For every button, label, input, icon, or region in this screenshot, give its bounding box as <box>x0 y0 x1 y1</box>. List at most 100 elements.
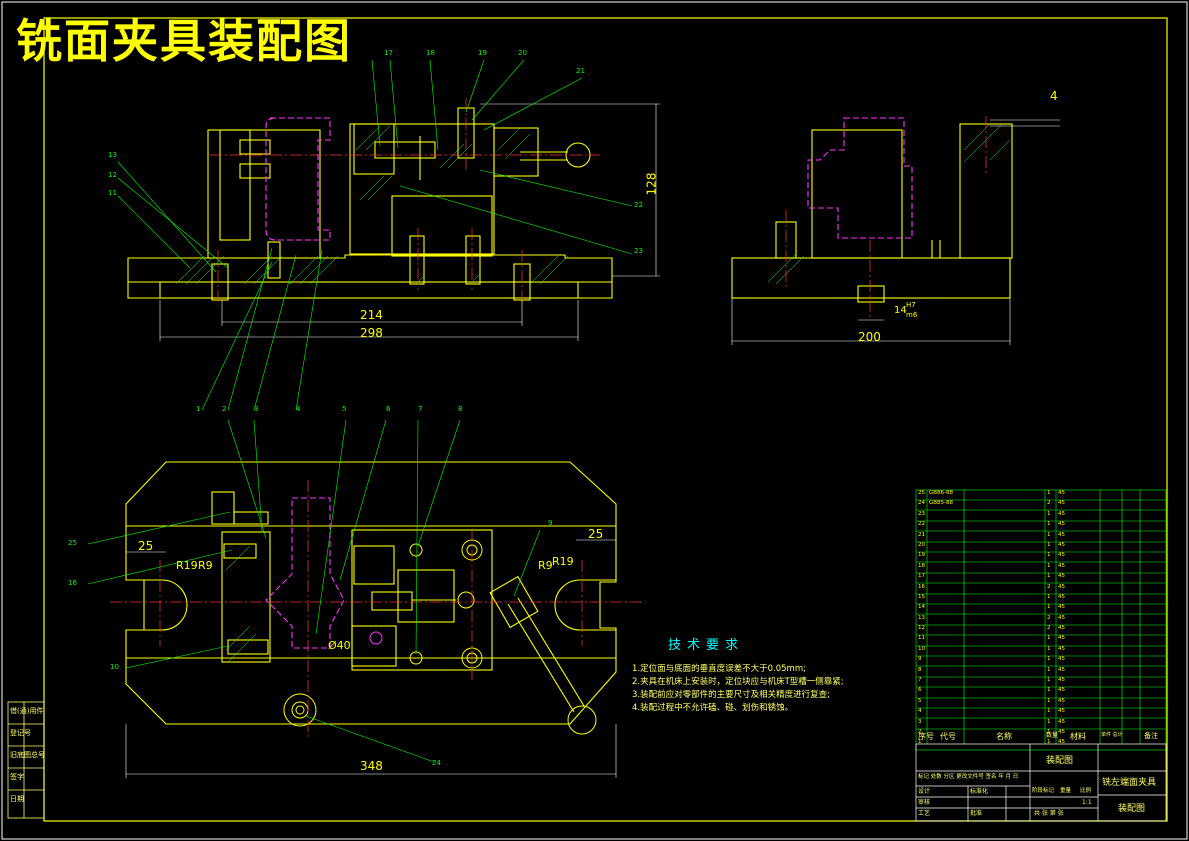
technical-requirements: 技术要求 1.定位面与底面的垂直度误差不大于0.05mm; 2.夹具在机床上安装… <box>632 634 844 715</box>
dim-4: 4 <box>1050 89 1058 103</box>
leader-lines <box>87 59 633 763</box>
tb-review: 审核 <box>918 799 931 806</box>
tb-process: 工艺 <box>918 810 931 817</box>
bom-header-material: 材料 <box>1070 732 1086 741</box>
dim-25-right: 25 <box>588 527 604 541</box>
top-view <box>125 461 617 725</box>
front-view-centerlines <box>210 98 600 306</box>
dim-dia40: Ø40 <box>328 639 351 652</box>
callout-6: 6 <box>386 405 391 413</box>
drawing-title: 铣面夹具装配图 <box>16 14 352 68</box>
bom-header-code: 代号 <box>940 732 956 741</box>
callout-5: 5 <box>342 405 347 413</box>
top-view-hatching <box>225 545 257 663</box>
side-label: 登记号 <box>10 729 31 737</box>
dim-r9-left: R9 <box>198 559 213 572</box>
tb-stage: 阶段标记 <box>1032 788 1055 794</box>
callout-25: 25 <box>68 539 77 547</box>
side-label: 借(通)用件 <box>10 707 44 715</box>
side-stamp-box <box>7 701 45 819</box>
callout-1: 1 <box>196 405 201 413</box>
callout-9: 9 <box>548 519 553 527</box>
dim-r19-left: R19 <box>176 559 198 572</box>
callout-21: 21 <box>576 67 585 75</box>
callout-17: 17 <box>384 49 393 57</box>
callout-7: 7 <box>418 405 423 413</box>
tech-heading: 技术要求 <box>668 638 745 653</box>
front-view <box>127 107 613 301</box>
tech-item: 4.装配过程中不允许磕、碰、划伤和锈蚀。 <box>632 703 794 713</box>
dim-200: 200 <box>858 330 881 344</box>
dim-298: 298 <box>360 326 383 340</box>
front-view-workpiece <box>265 117 331 241</box>
dim-348: 348 <box>360 759 383 773</box>
bom-header-notes: 备注 <box>1144 732 1158 740</box>
title-block-grid <box>915 743 1167 822</box>
side-view-centerlines <box>785 116 987 320</box>
side-view-workpiece <box>807 117 913 239</box>
dim-r9-right: R9 <box>538 559 553 572</box>
drawing-type-bottom: 装配图 <box>1118 804 1146 814</box>
callout-20: 20 <box>518 49 527 57</box>
bom-header-seq: 序号 <box>918 732 934 741</box>
callout-12: 12 <box>108 171 117 179</box>
drawing-type-top: 装配图 <box>1046 756 1074 766</box>
fit-m6: m6 <box>906 311 918 319</box>
dim-r19-right: R19 <box>552 555 574 568</box>
side-label: 签字 <box>10 773 24 781</box>
dim-14: 14 <box>894 305 907 316</box>
tech-item: 3.装配前应对零部件的主要尺寸及相关精度进行复查; <box>632 690 830 700</box>
side-view <box>731 123 1013 303</box>
front-view-hatching <box>175 125 569 285</box>
callout-8: 8 <box>458 405 463 413</box>
front-view-dimensions <box>159 103 660 341</box>
bom-grid <box>915 489 1167 751</box>
scale-value: 1:1 <box>1082 799 1092 806</box>
dim-25-left: 25 <box>138 539 154 553</box>
top-view-workpiece <box>265 497 345 649</box>
callout-11: 11 <box>108 189 117 197</box>
callout-13: 13 <box>108 151 117 159</box>
tb-standardize: 标准化 <box>970 788 989 795</box>
tech-item: 2.夹具在机床上安装时，定位块应与机床T型槽一侧靠紧; <box>632 677 844 687</box>
tb-design: 设计 <box>918 788 931 795</box>
dim-214: 214 <box>360 308 383 322</box>
bom-header-name: 名称 <box>996 732 1012 741</box>
callout-22: 22 <box>634 201 643 209</box>
callout-3: 3 <box>254 405 259 413</box>
tb-sheets: 共 张 第 张 <box>1034 810 1064 817</box>
revision-mark-row: 标记 处数 分区 更改文件号 签名 年 月 日 <box>918 774 1019 780</box>
side-label: 旧底图总号 <box>10 751 45 759</box>
tb-weight: 重量 <box>1060 788 1072 794</box>
side-view-dimensions <box>731 119 1060 345</box>
tb-approve: 批准 <box>970 810 983 817</box>
callout-19: 19 <box>478 49 487 57</box>
callout-10: 10 <box>110 663 119 671</box>
top-view-centerlines <box>110 480 646 740</box>
part-name: 铣左端面夹具 <box>1102 778 1157 788</box>
side-label: 日期 <box>10 795 24 803</box>
top-view-slots <box>126 579 616 631</box>
callout-18: 18 <box>426 49 435 57</box>
callout-23: 23 <box>634 247 643 255</box>
